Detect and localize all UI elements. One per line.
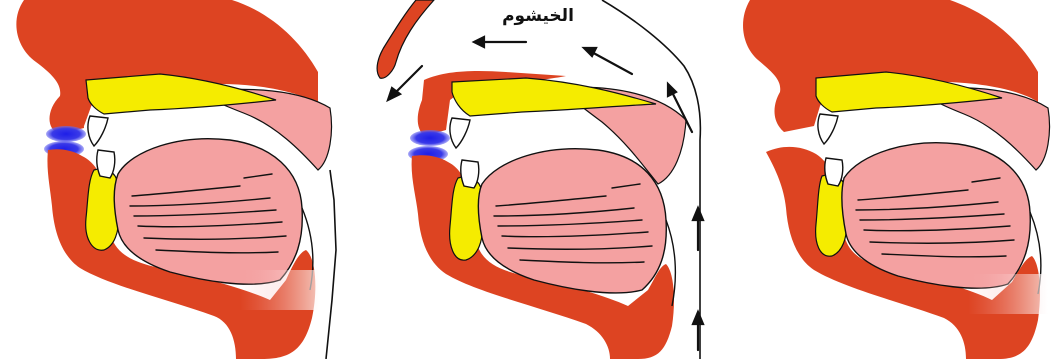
lower-tooth (825, 158, 843, 186)
lower-tooth (97, 150, 115, 178)
lips-contact-upper (410, 130, 450, 146)
panel-nasal-airflow: الخيشوم (366, 0, 718, 359)
lower-jaw-bone (86, 169, 119, 250)
mouth-cross-section-1 (0, 0, 352, 359)
tongue (114, 139, 302, 284)
lips-contact-upper (46, 126, 86, 142)
upper-tooth (450, 118, 470, 148)
nasal-cavity-label: الخيشوم (498, 6, 578, 26)
lower-tooth (461, 160, 479, 188)
lower-jaw-bone (450, 177, 483, 260)
panel-lips-closed (0, 0, 352, 359)
upper-tooth (88, 116, 108, 146)
upper-tooth (818, 114, 838, 144)
mouth-cross-section-2 (366, 0, 718, 359)
mouth-cross-section-3 (736, 0, 1059, 359)
nostril-flesh (377, 0, 434, 78)
panel-lips-open (736, 0, 1059, 359)
